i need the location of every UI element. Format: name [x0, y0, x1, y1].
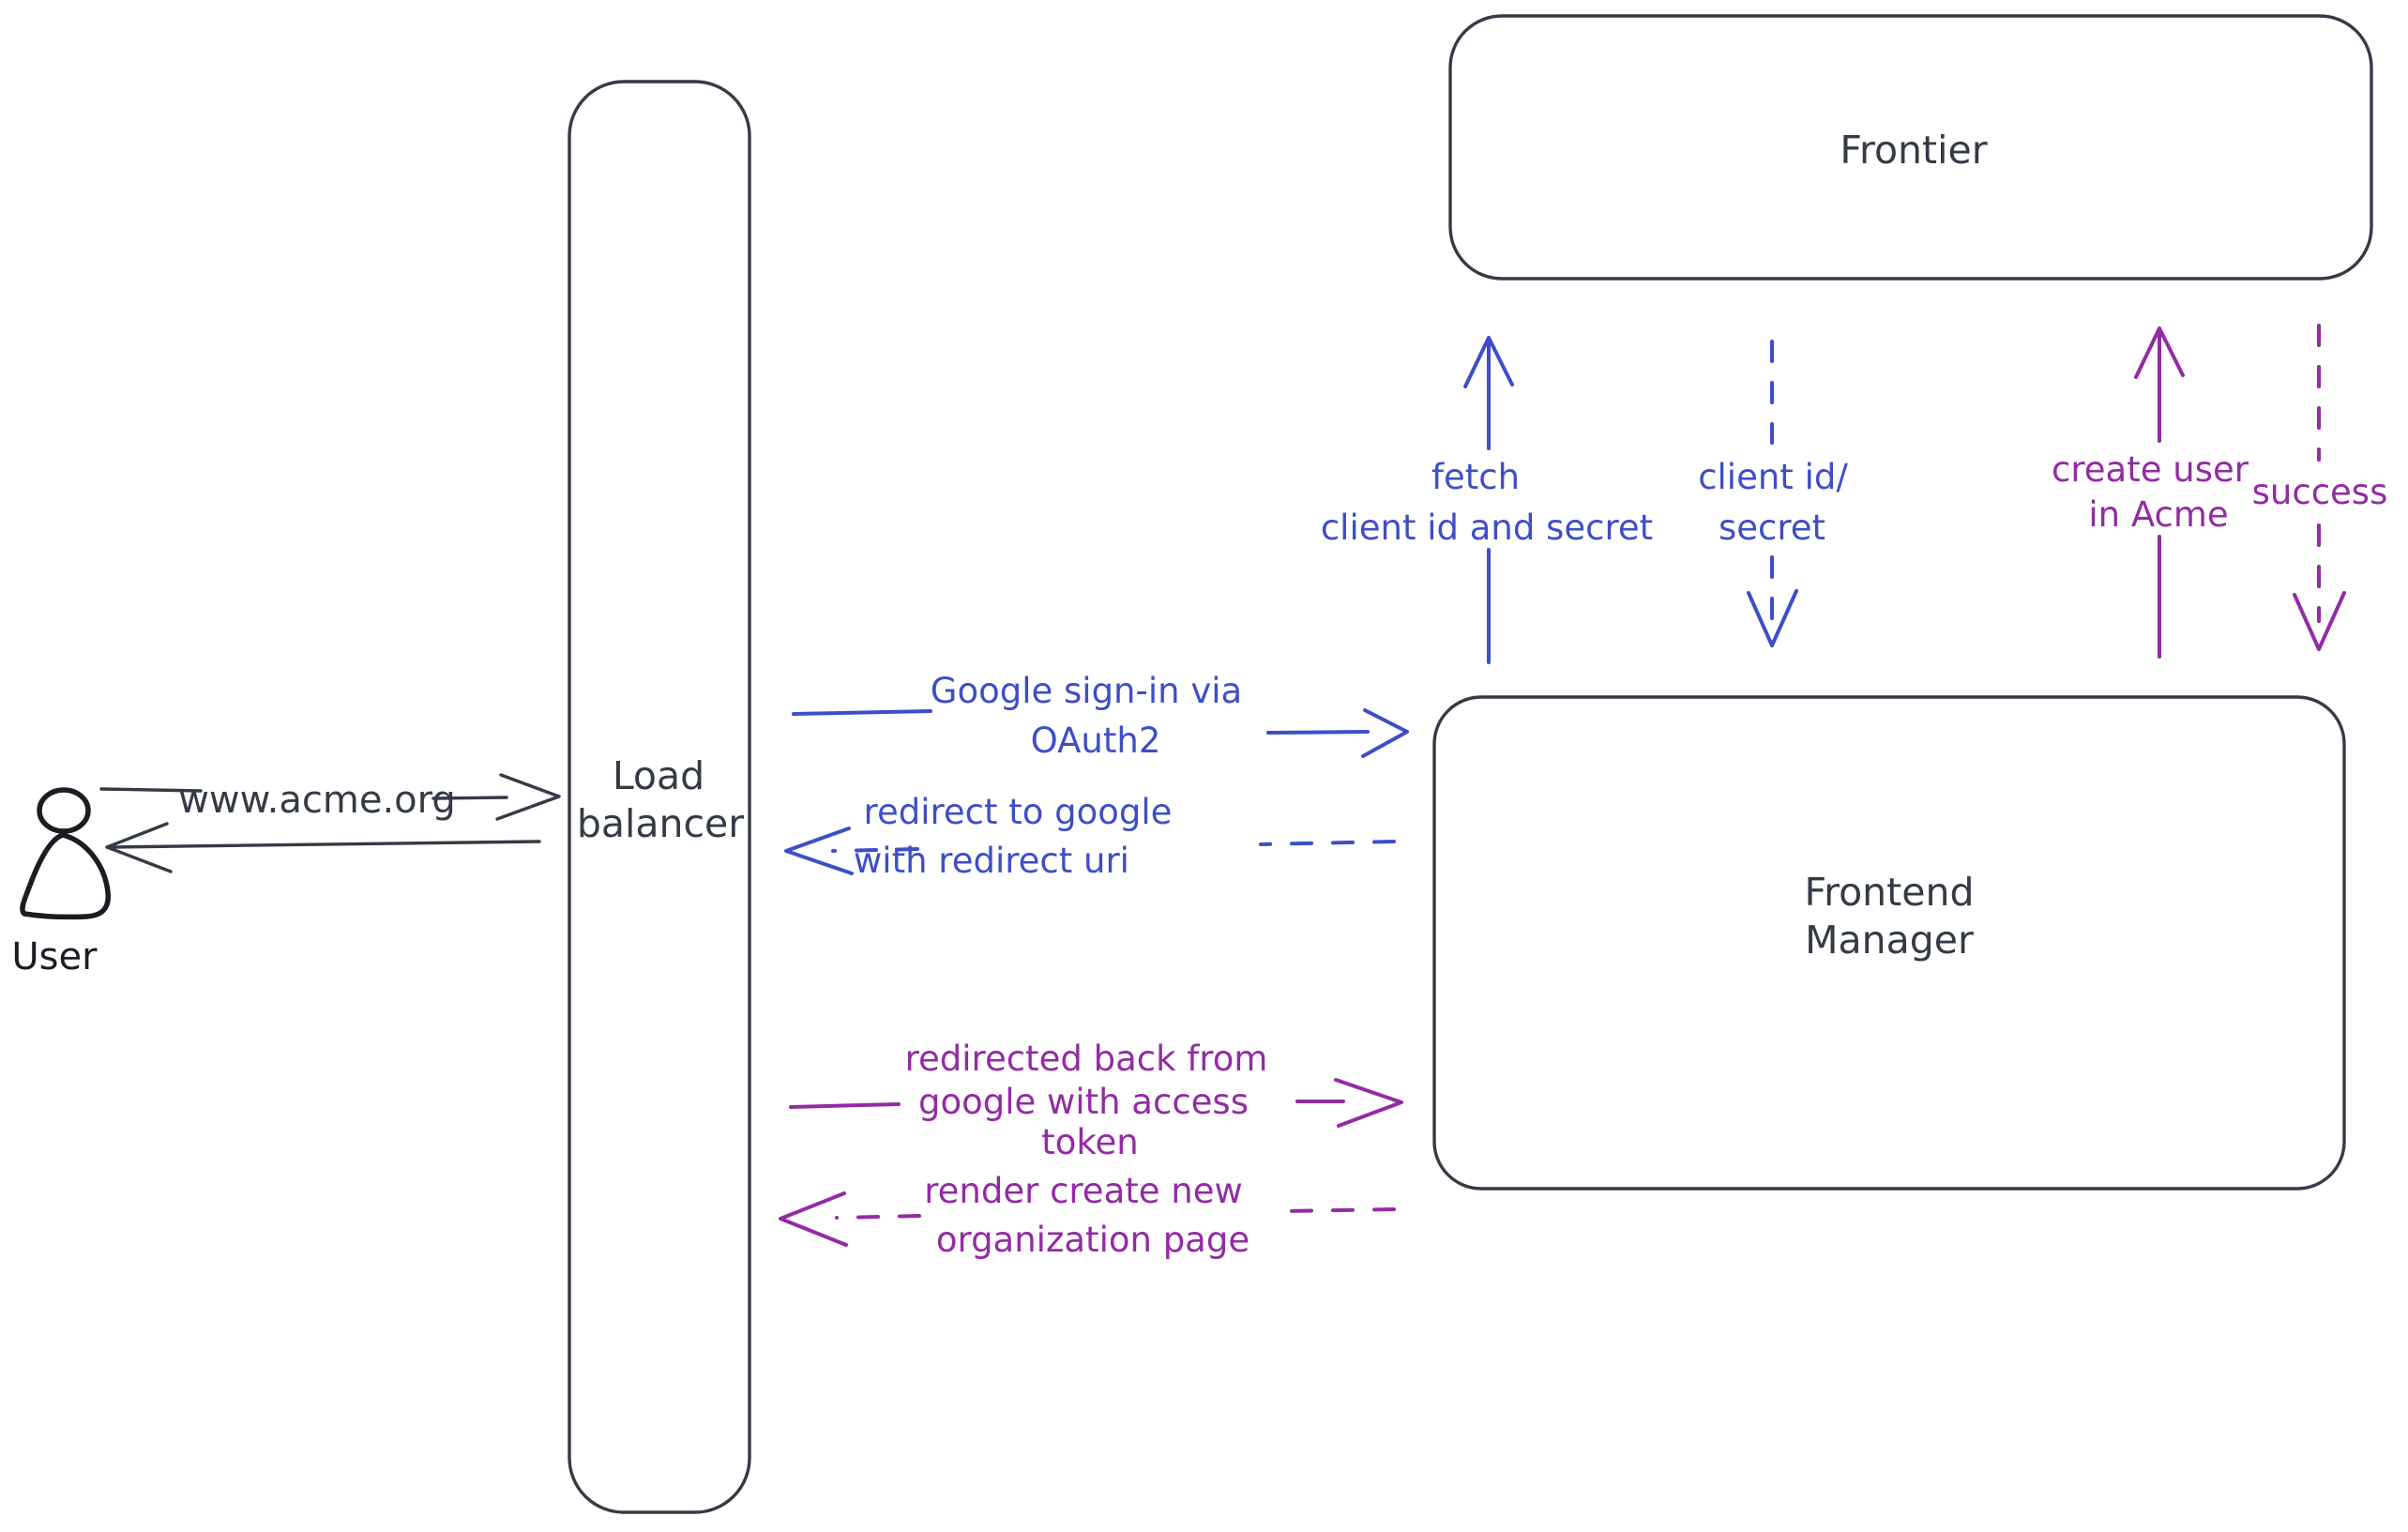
arrowhead-right-icon: [495, 773, 561, 821]
frontend-manager-box: [1432, 695, 2346, 1191]
user-label: User: [11, 935, 98, 978]
flow-redirected-back: redirected back from google with access …: [789, 1039, 1403, 1162]
arrowhead-down-icon: [2293, 591, 2346, 651]
arrow-line: [1266, 730, 1370, 735]
arrowhead-left-icon: [105, 822, 173, 873]
flow-render-org-page: render create new organization page: [779, 1171, 1396, 1260]
frontend-manager-node: Frontend Manager: [1432, 695, 2346, 1191]
flow-response-to-user: [105, 822, 541, 873]
frontend-manager-label-line2: Manager: [1805, 918, 1974, 963]
load-balancer-box: [568, 80, 751, 1514]
arrow-line: [789, 1102, 901, 1109]
arrowhead-up-icon: [1463, 336, 1514, 388]
flow-success: success: [2252, 324, 2388, 651]
flow-label-line2: secret: [1719, 508, 1825, 548]
frontier-node: Frontier: [1448, 14, 2373, 281]
arrowhead-left-icon: [779, 1191, 848, 1247]
flow-client-id-secret: client id/ secret: [1698, 340, 1848, 647]
arrow-line: [432, 796, 508, 800]
flow-label-line1: redirected back from: [905, 1039, 1268, 1079]
load-balancer-label-line1: Load: [613, 753, 704, 798]
flow-google-signin: Google sign-in via OAuth2: [792, 671, 1409, 761]
flow-label-line3: token: [1041, 1122, 1138, 1162]
flow-label-line2: organization page: [936, 1220, 1249, 1260]
flow-www-acme-request: www.acme.org: [99, 773, 561, 822]
flow-label-line1: create user: [2052, 449, 2249, 490]
arrowhead-up-icon: [2134, 326, 2185, 379]
user-icon-body: [20, 832, 111, 920]
flow-label-line2: client id and secret: [1321, 508, 1653, 548]
frontier-label: Frontier: [1840, 128, 1987, 173]
arrow-line: [99, 787, 203, 793]
arrow-line: [109, 840, 541, 849]
arrow-line: [835, 1214, 921, 1220]
flow-label: www.acme.org: [178, 779, 456, 822]
frontend-manager-label-line1: Frontend: [1805, 870, 1975, 915]
flow-label-line1: fetch: [1431, 457, 1520, 497]
arrow-line: [1259, 840, 1396, 846]
flow-label-line1: client id/: [1698, 457, 1848, 497]
flow-label: success: [2252, 472, 2388, 512]
flow-fetch-credentials: fetch client id and secret: [1321, 336, 1653, 664]
flow-label-line1: redirect to google: [864, 792, 1173, 832]
flow-label-line2: in Acme: [2088, 494, 2228, 535]
user-icon-head: [37, 787, 91, 834]
flow-label-line2: with redirect uri: [854, 841, 1129, 881]
flow-label-line2: google with access: [918, 1082, 1249, 1122]
flow-redirect-to-google: redirect to google with redirect uri: [784, 792, 1396, 881]
load-balancer-label-line2: balancer: [577, 801, 744, 846]
load-balancer-node: Load balancer: [568, 80, 751, 1514]
flow-label-line1: render create new: [924, 1171, 1243, 1211]
arrowhead-right-icon: [1334, 1078, 1403, 1128]
arrowhead-left-icon: [784, 827, 854, 875]
arrow-line: [831, 847, 919, 853]
flow-label-line2: OAuth2: [1031, 720, 1161, 761]
flow-create-user: create user in Acme: [2052, 326, 2249, 659]
arrowhead-right-icon: [1361, 708, 1409, 758]
frontier-box: [1448, 14, 2373, 281]
user-actor: User: [11, 787, 111, 978]
arrow-line: [1280, 1207, 1396, 1213]
arrowhead-down-icon: [1747, 589, 1798, 647]
flow-label-line1: Google sign-in via: [931, 671, 1242, 711]
arrow-line: [792, 709, 932, 716]
